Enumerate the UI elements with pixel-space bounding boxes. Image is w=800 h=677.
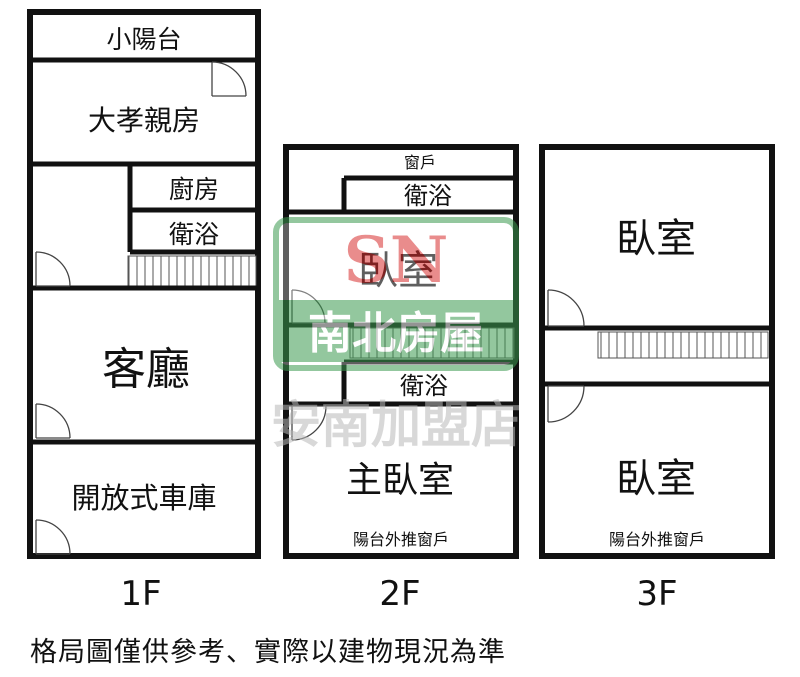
label-2f-bathroom-top: 衛浴	[404, 182, 452, 210]
floor-3f: 臥室 臥室 陽台外推窗戶 3F	[539, 144, 775, 614]
label-3f-bedroom-top: 臥室	[616, 216, 696, 262]
watermark-branch: 安南加盟店	[271, 396, 521, 454]
floor-plan: 小陽台 大孝親房 廚房 衛浴 客廳 開放式車庫 1F 窗戶 衛浴 臥室 衛浴 主…	[27, 9, 775, 614]
label-1f-elder-room: 大孝親房	[88, 104, 200, 137]
door-master-bedroom	[291, 405, 327, 441]
label-1f-garage: 開放式車庫	[71, 481, 216, 515]
watermark-logo-letters: SN	[344, 223, 449, 298]
floor-3f-outline	[539, 144, 775, 559]
label-2f-bathroom-mid: 衛浴	[400, 372, 448, 400]
floor-label-2f: 2F	[379, 574, 420, 614]
label-1f-bathroom: 衛浴	[169, 220, 219, 249]
door-bedroom-3f-top	[547, 289, 585, 327]
door-garage	[35, 519, 71, 555]
floor-1f: 小陽台 大孝親房 廚房 衛浴 客廳 開放式車庫 1F	[27, 9, 261, 614]
stairs-1f	[127, 255, 257, 287]
door-hall-1f	[35, 251, 71, 287]
watermark: SN 南北房屋 安南加盟店	[271, 217, 521, 454]
label-1f-kitchen: 廚房	[169, 175, 219, 204]
floor-label-1f: 1F	[120, 574, 161, 614]
label-2f-window-note: 陽台外推窗戶	[353, 530, 449, 549]
label-2f-window: 窗戶	[404, 153, 436, 172]
floor-1f-outline	[27, 9, 261, 559]
stairs-3f	[597, 331, 769, 359]
door-elder-room	[211, 61, 247, 97]
label-3f-bedroom-bottom: 臥室	[616, 456, 696, 502]
label-2f-bedroom: 臥室	[358, 248, 438, 294]
label-1f-balcony: 小陽台	[106, 25, 181, 54]
door-bedroom-3f-bottom	[547, 385, 585, 423]
floor-label-3f: 3F	[636, 574, 677, 614]
watermark-logo-name: 南北房屋	[308, 308, 484, 359]
label-1f-living-room: 客廳	[102, 344, 190, 395]
label-3f-window-note: 陽台外推窗戶	[609, 530, 705, 549]
label-2f-master-bedroom: 主臥室	[346, 460, 454, 501]
watermark-logo-band	[276, 300, 516, 362]
disclaimer-text: 格局圖僅供參考、實際以建物現況為準	[30, 636, 506, 668]
door-living-room	[35, 403, 71, 439]
